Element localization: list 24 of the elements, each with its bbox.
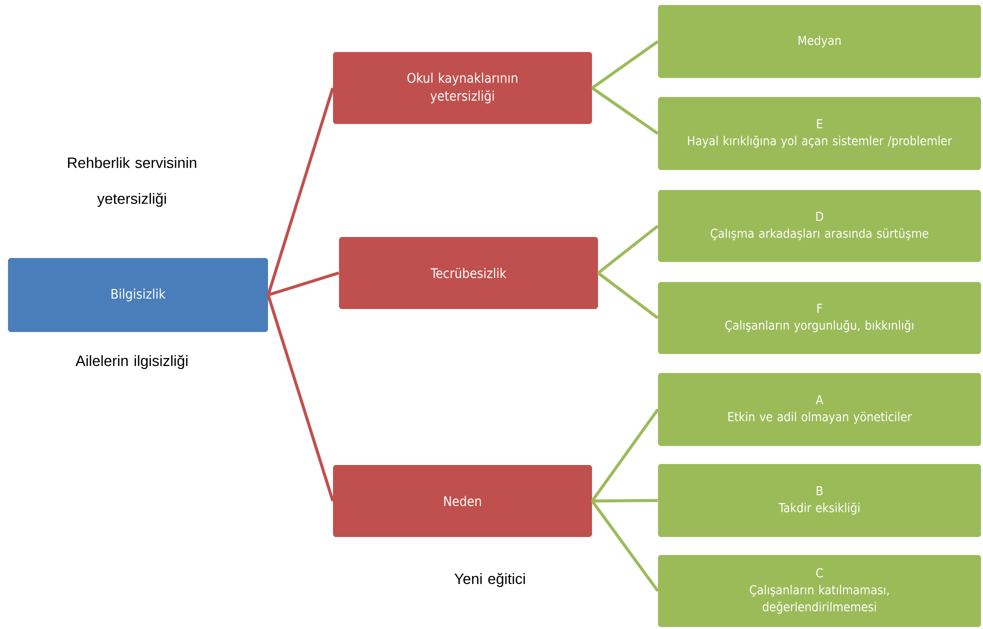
connector-line [591, 40, 659, 90]
factor-box: Medyan [658, 5, 981, 78]
connector-line [590, 408, 660, 502]
cause-box: Neden [333, 465, 592, 537]
note-text: Ailelerin ilgisizliği [76, 354, 188, 370]
cause-box: Okul kaynaklarının yetersizliği [333, 52, 592, 124]
factor-box: B Takdir eksikliği [658, 464, 981, 537]
connector-line [266, 88, 334, 296]
root-box: Bilgisizlik [8, 258, 268, 332]
connector-line [597, 224, 659, 274]
connector-line [591, 500, 660, 592]
factor-box: A Etkin ve adil olmayan yöneticiler [658, 373, 981, 446]
note-text: Yeni eğitici [454, 572, 525, 588]
connector-line [592, 499, 658, 502]
connector-line [268, 272, 340, 296]
cause-box: Tecrübesizlik [339, 237, 598, 309]
factor-box: D Çalışma arkadaşları arasında sürtüşme [658, 190, 981, 262]
factor-box: E Hayal kırıklığına yol açan sistemler /problemler [658, 97, 981, 170]
connector-line [266, 294, 334, 502]
connector-line [597, 272, 659, 320]
factor-box: F Çalışanların yorgunluğu, bıkkınlığı [658, 282, 981, 354]
factor-box: C Çalışanların katılmaması, değerlendirilmemesi [658, 555, 981, 627]
connector-line [591, 86, 659, 135]
note-text: Rehberlik servisinin yetersizliği [68, 157, 196, 207]
